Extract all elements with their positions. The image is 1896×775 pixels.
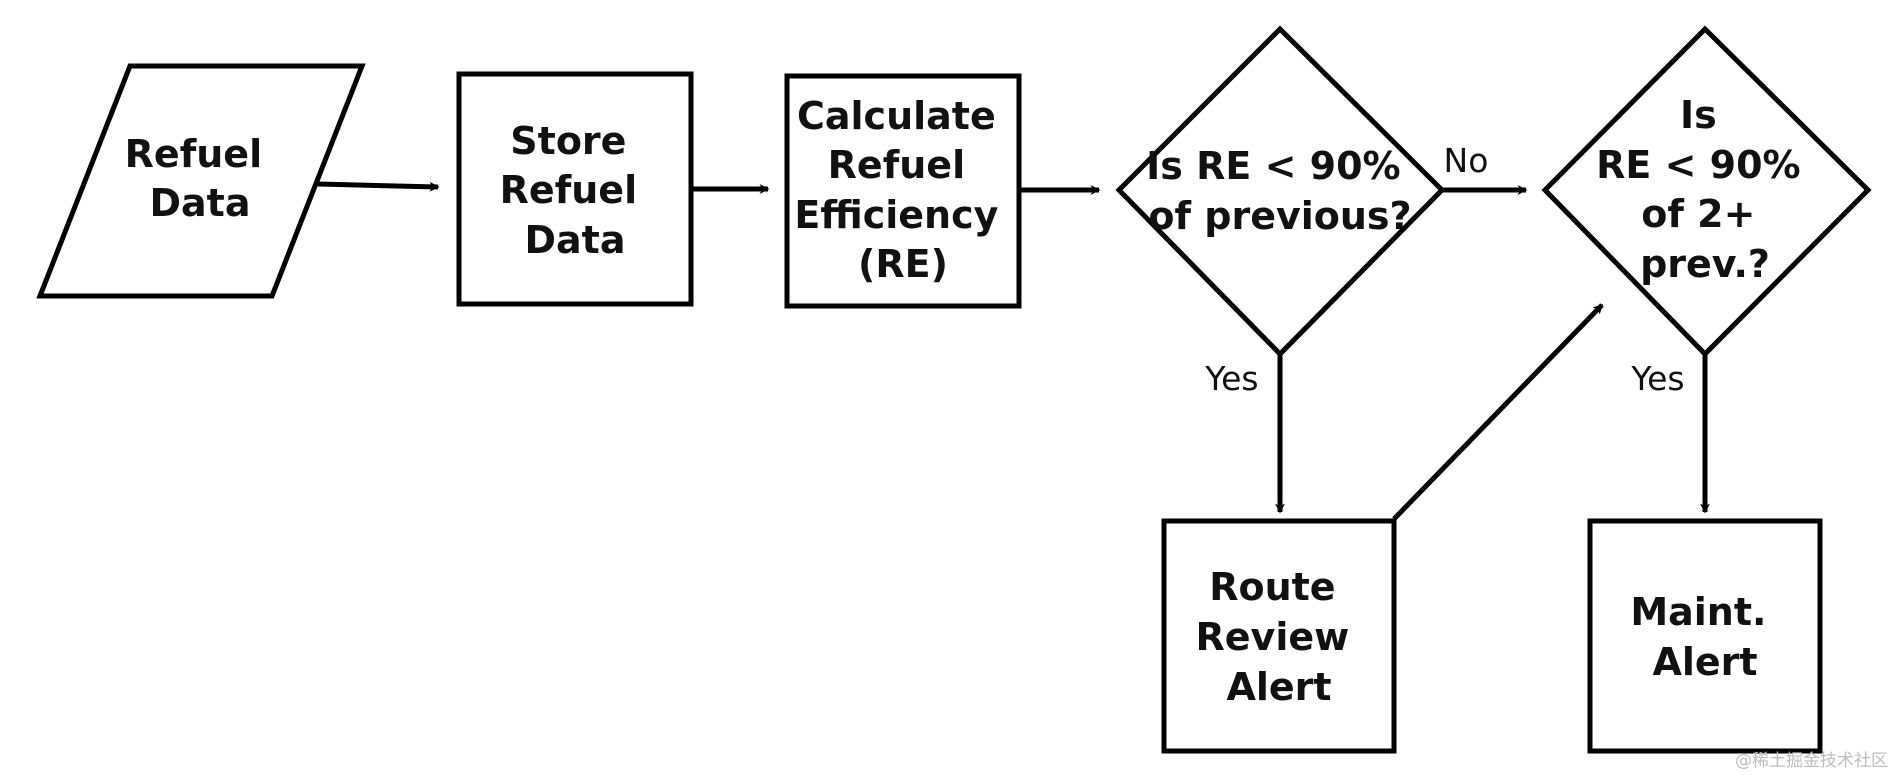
node-decision-previous: Is RE < 90% of previous? [1115, 25, 1446, 358]
edge-label-no: No [1444, 141, 1489, 180]
node-label-line: (RE) [858, 242, 948, 286]
edge-label-yes-left: Yes [1204, 359, 1258, 398]
edge-route-to-decision2 [1392, 303, 1604, 521]
node-label-line: of 2+ [1641, 192, 1755, 236]
node-label-line: of previous? [1148, 194, 1411, 238]
node-label-line: Refuel [125, 132, 262, 176]
node-label: Store Refuel Data [500, 119, 651, 262]
node-label-line: Is [1680, 93, 1717, 137]
alert-box [1161, 518, 1397, 754]
node-refuel-data: Refuel Data [36, 63, 366, 299]
process-box [784, 73, 1022, 309]
node-label-line: Calculate [797, 94, 996, 138]
node-label: Route Review Alert [1196, 565, 1363, 709]
decision-diamond [1541, 25, 1872, 358]
edges [317, 181, 1710, 521]
node-label-line: Refuel [828, 143, 965, 187]
process-box [456, 71, 694, 307]
node-label: Calculate Refuel Efficiency (RE) [794, 94, 1011, 286]
node-label-line: Route [1209, 565, 1335, 609]
node-label-line: Data [150, 181, 251, 225]
node-label-line: Alert [1652, 640, 1757, 684]
node-label-line: Refuel [500, 168, 637, 212]
node-label: Is RE < 90% of 2+ prev.? [1596, 93, 1814, 286]
node-maint-alert: Maint. Alert [1587, 518, 1823, 754]
edge-refuel-to-store [317, 181, 440, 192]
decision-diamond [1115, 25, 1446, 358]
node-route-review-alert: Route Review Alert [1161, 518, 1397, 754]
node-label: Maint. Alert [1630, 590, 1779, 684]
watermark-text: @稀土掘金技术社区 [1735, 751, 1888, 771]
node-label-line: Alert [1226, 665, 1331, 709]
node-label-line: Efficiency [794, 193, 998, 237]
input-output-shape [36, 63, 366, 299]
node-label-line: RE < 90% [1596, 143, 1800, 187]
node-label: Is RE < 90% of previous? [1146, 144, 1414, 238]
edge-label-yes-right: Yes [1630, 359, 1684, 398]
node-store-refuel-data: Store Refuel Data [456, 71, 694, 307]
edge-labels: No Yes Yes [1204, 141, 1684, 398]
node-label-line: Maint. [1630, 590, 1766, 634]
node-label-line: Store [510, 119, 626, 163]
node-label-line: prev.? [1640, 242, 1770, 286]
node-label: Refuel Data [125, 132, 276, 225]
node-label-line: Data [525, 218, 626, 262]
node-label-line: Is RE < 90% [1146, 144, 1400, 188]
node-decision-two-previous: Is RE < 90% of 2+ prev.? [1541, 25, 1872, 358]
node-calculate-re: Calculate Refuel Efficiency (RE) [784, 73, 1022, 309]
node-label-line: Review [1196, 615, 1350, 659]
alert-box [1587, 518, 1823, 754]
